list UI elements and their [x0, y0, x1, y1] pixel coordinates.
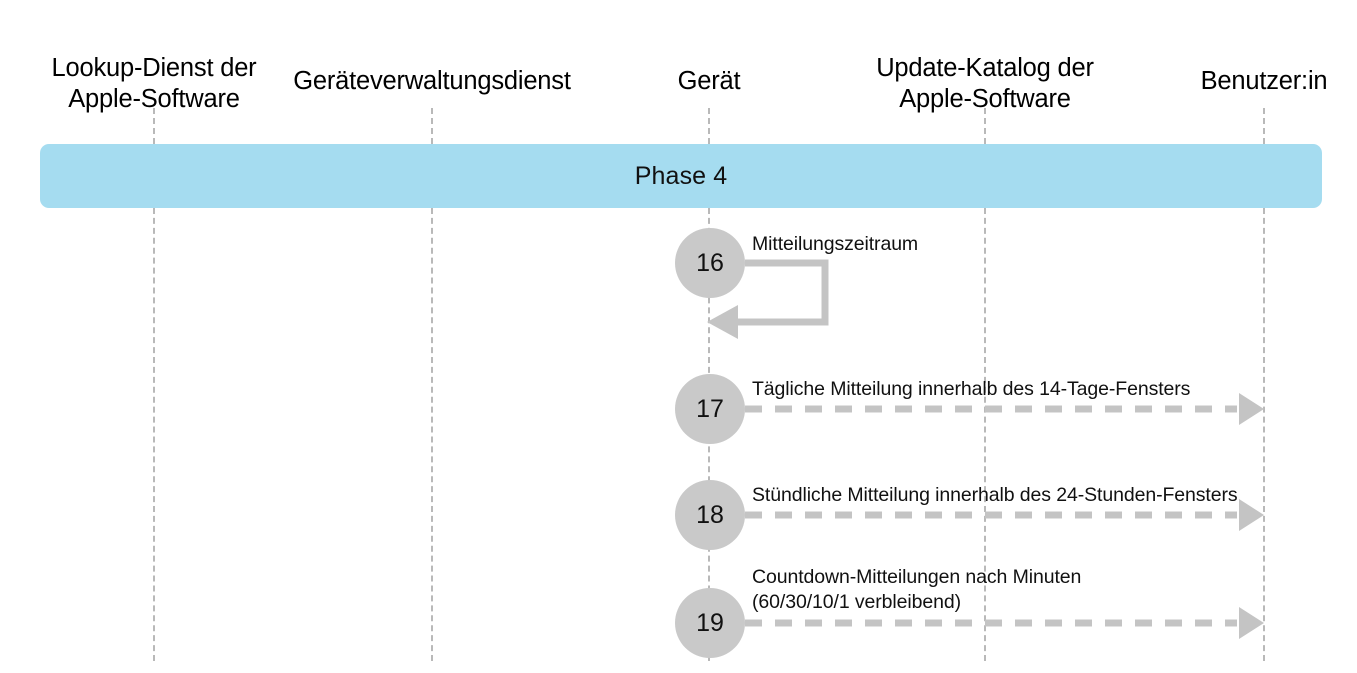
step-circle-18: 18 [675, 480, 745, 550]
message-label-step-19: Countdown-Mitteilungen nach Minuten (60/… [752, 566, 1082, 613]
lifeline-user [1263, 208, 1265, 661]
participant-header-device-management-service: Geräteverwaltungsdienst [262, 35, 602, 97]
phase-banner-label: Phase 4 [634, 161, 728, 190]
step-number: 19 [696, 608, 724, 637]
participant-label: Update-Katalog der Apple-Software [876, 54, 1094, 113]
participant-header-user: Benutzer:in [1154, 35, 1357, 97]
lifeline-device-management-service [431, 208, 433, 661]
step-circle-19: 19 [675, 588, 745, 658]
participant-label: Gerät [677, 67, 741, 95]
step-number: 18 [696, 500, 724, 529]
lifeline-update-catalog [984, 208, 986, 661]
message-label-step-16: Mitteilungszeitraum [752, 233, 919, 255]
phase-banner: Phase 4 [40, 144, 1322, 208]
lifeline-user-top [1263, 108, 1265, 144]
participant-header-device: Gerät [609, 35, 809, 97]
step-number: 16 [696, 248, 724, 277]
step-number: 17 [696, 394, 724, 423]
lifeline-lookup-service-top [153, 108, 155, 144]
participant-label: Geräteverwaltungsdienst [293, 67, 571, 95]
participant-header-lookup-service: Lookup-Dienst der Apple-Software [4, 22, 304, 115]
participant-label: Benutzer:in [1200, 67, 1328, 95]
step-circle-17: 17 [675, 374, 745, 444]
lifeline-device-top [708, 108, 710, 144]
message-label-step-17: Tägliche Mitteilung innerhalb des 14-Tag… [752, 378, 1191, 400]
lifeline-lookup-service [153, 208, 155, 661]
participant-label: Lookup-Dienst der Apple-Software [51, 54, 257, 113]
message-label-step-18: Stündliche Mitteilung innerhalb des 24-S… [752, 484, 1238, 506]
participant-header-update-catalog: Update-Katalog der Apple-Software [835, 22, 1135, 115]
step-circle-16: 16 [675, 228, 745, 298]
lifeline-update-catalog-top [984, 108, 986, 144]
lifeline-device-management-service-top [431, 108, 433, 144]
